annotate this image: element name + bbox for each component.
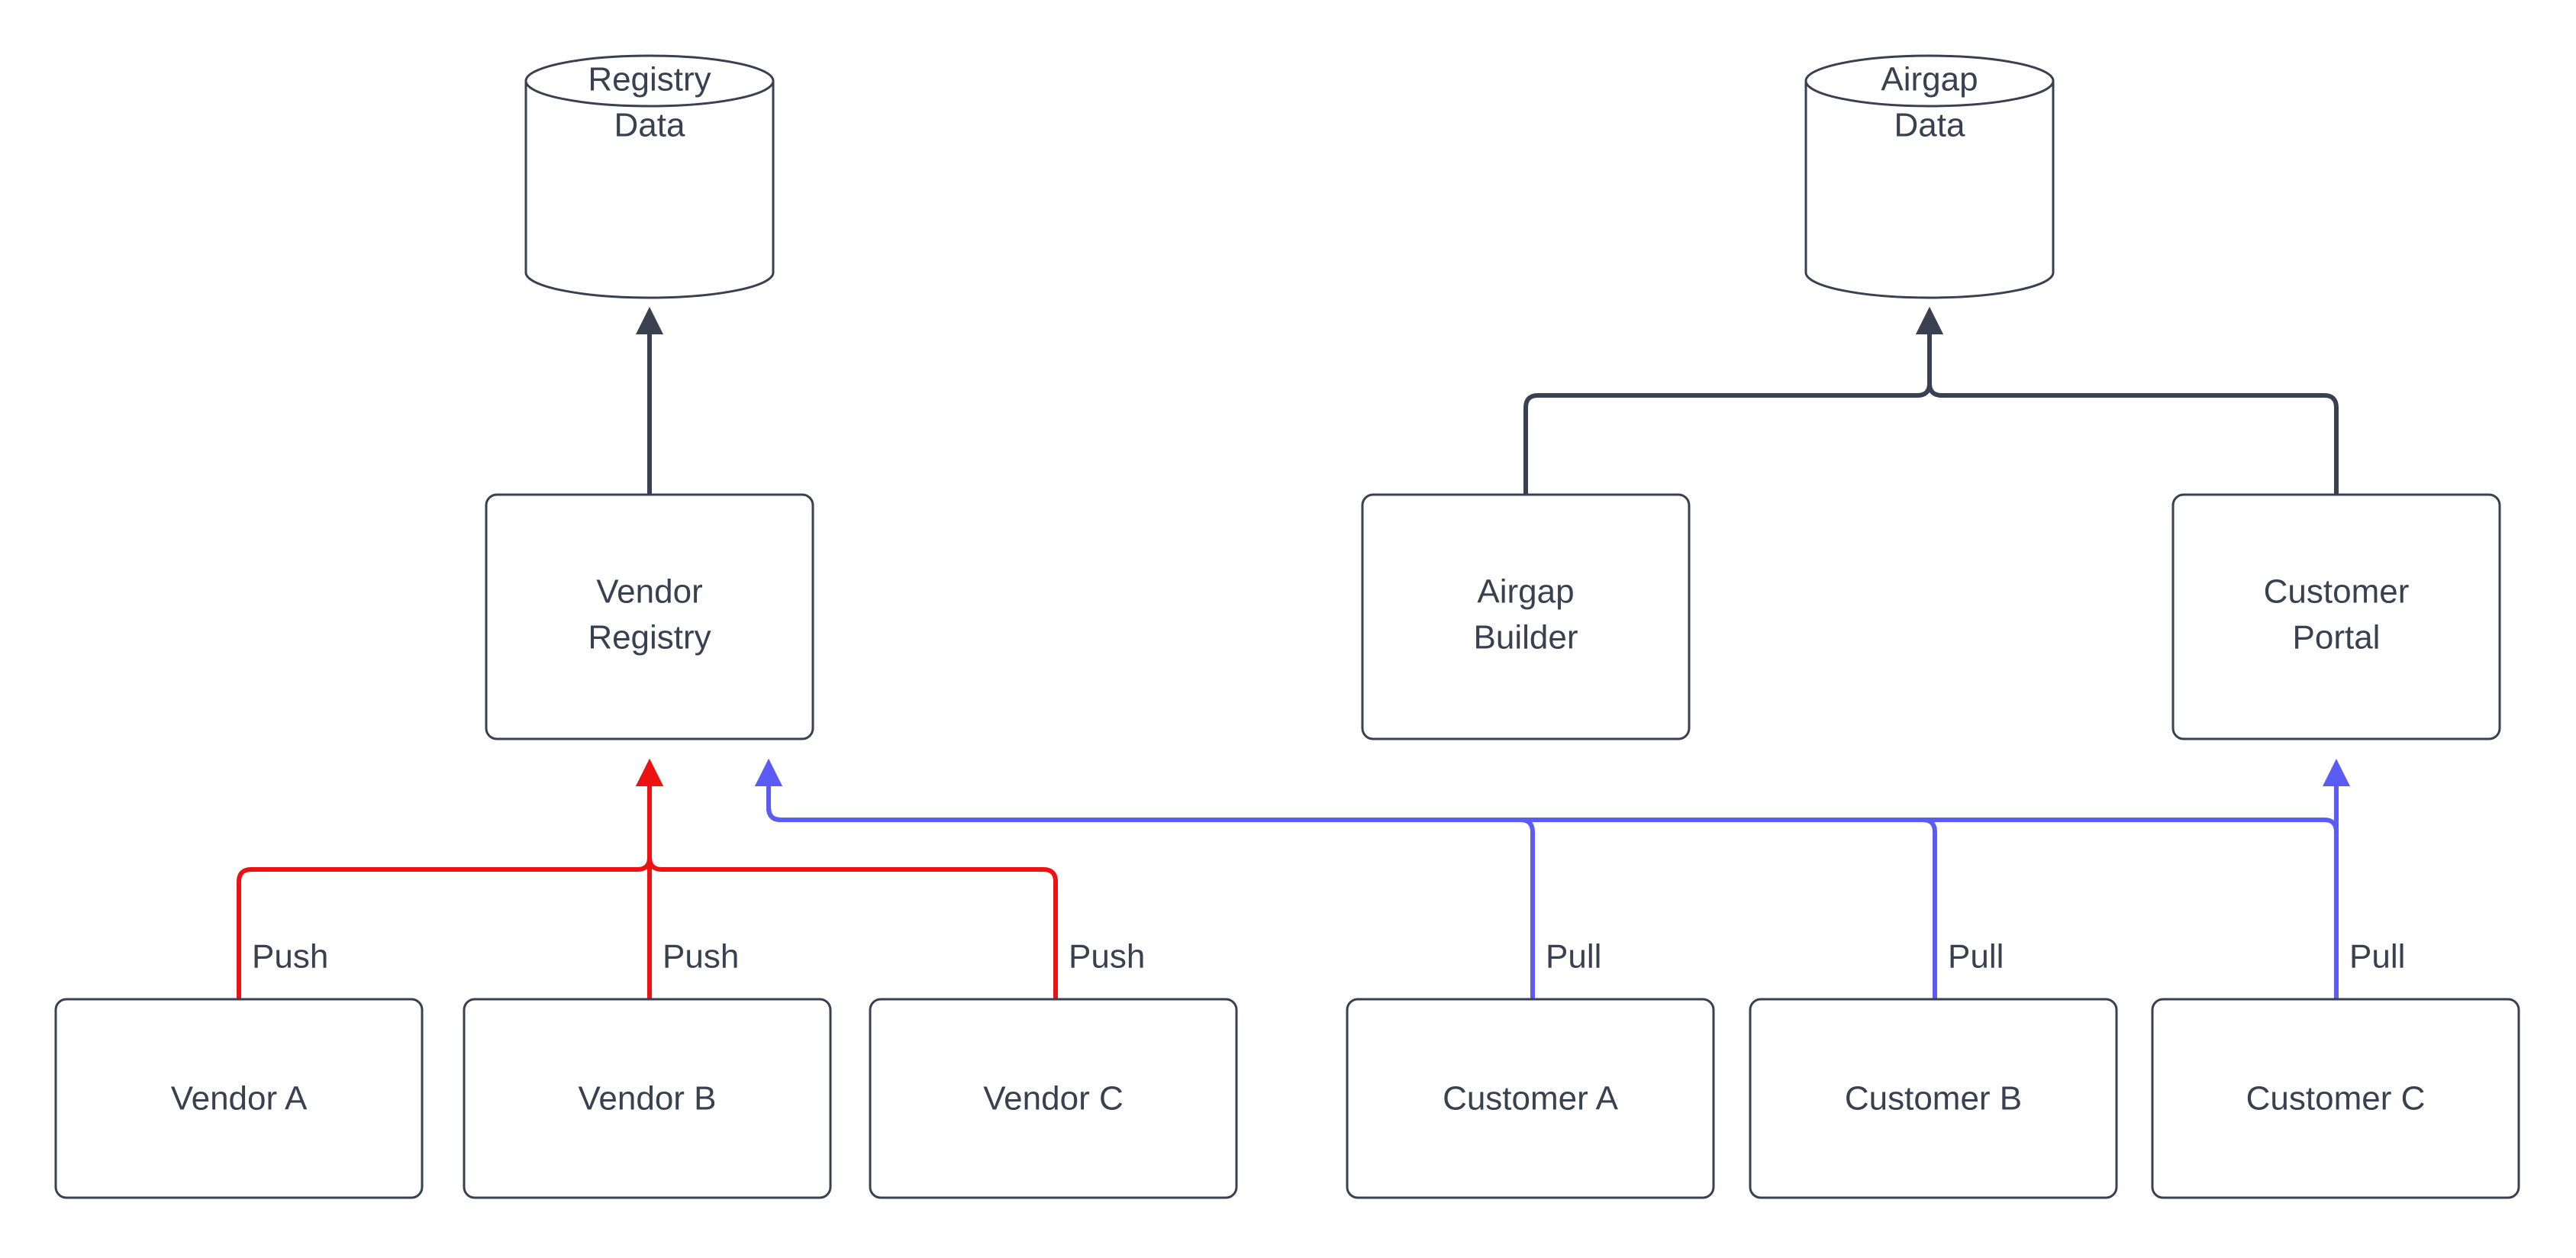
node-registry-data[interactable]: Registry Data <box>524 54 775 299</box>
edge-path <box>1916 307 2339 495</box>
node-airgap-builder[interactable]: Airgap Builder <box>1361 493 1691 740</box>
cylinder-top-icon <box>1804 54 2055 108</box>
node-label-line2: Data <box>614 107 685 144</box>
node-label-line2: Builder <box>1474 619 1578 656</box>
node-vendor-c[interactable]: Vendor C <box>869 998 1238 1199</box>
node-box <box>1361 493 1691 740</box>
edge-path <box>755 759 1937 999</box>
edge-path <box>1523 307 1943 495</box>
node-label: Vendor B <box>578 1080 716 1118</box>
node-customer-a[interactable]: Customer A <box>1346 998 1715 1199</box>
edge-layer <box>237 307 2350 999</box>
node-airgap-data[interactable]: Airgap Data <box>1804 54 2055 299</box>
node-label-line1: Airgap <box>1881 61 1978 98</box>
node-customer-portal[interactable]: Customer Portal <box>2171 493 2501 740</box>
edge-customer-c-pull-to-registry[interactable] <box>755 759 2339 901</box>
edge-label-customer-c-pull: Pull <box>2349 938 2405 976</box>
node-label: Customer B <box>1845 1080 2022 1118</box>
edge-label-layer: Push Push Push Pull Pull Pull <box>252 938 2405 976</box>
node-label-line2: Registry <box>588 619 711 656</box>
node-box <box>2171 493 2501 740</box>
node-box <box>485 493 814 740</box>
node-label: Vendor C <box>983 1080 1123 1118</box>
node-box <box>1749 998 2118 1199</box>
edge-path <box>636 759 1058 999</box>
edge-airgap-builder-to-airgap-data[interactable] <box>1523 307 1943 495</box>
edge-label-vendor-b-push: Push <box>663 938 739 976</box>
cylinder-body-icon <box>1804 79 2055 299</box>
edge-path <box>755 759 2339 901</box>
service-layer: Vendor Registry Airgap Builder Customer … <box>485 493 2501 740</box>
node-customer-c[interactable]: Customer C <box>2151 998 2520 1199</box>
node-box <box>2151 998 2520 1199</box>
node-label-line2: Portal <box>2293 619 2381 656</box>
node-label: Vendor A <box>171 1080 308 1118</box>
node-label: Customer C <box>2246 1080 2426 1118</box>
node-vendor-a[interactable]: Vendor A <box>54 998 424 1199</box>
edge-vendor-c-push[interactable] <box>636 759 1058 999</box>
node-vendor-b[interactable]: Vendor B <box>463 998 832 1199</box>
node-box <box>1346 998 1715 1199</box>
cylinder-body-icon <box>524 79 775 299</box>
edge-customer-a-pull[interactable] <box>755 759 1535 999</box>
edge-customer-portal-to-airgap-data[interactable] <box>1916 307 2339 495</box>
edge-label-customer-b-pull: Pull <box>1948 938 2004 976</box>
edge-label-customer-a-pull: Pull <box>1546 938 1601 976</box>
edge-label-vendor-c-push: Push <box>1069 938 1145 976</box>
node-box <box>869 998 1238 1199</box>
node-label-line1: Vendor <box>596 573 702 611</box>
node-label-line1: Customer <box>2264 573 2410 611</box>
edge-label-vendor-a-push: Push <box>252 938 328 976</box>
node-box <box>54 998 424 1199</box>
node-customer-b[interactable]: Customer B <box>1749 998 2118 1199</box>
node-label-line1: Airgap <box>1477 573 1574 611</box>
node-label-line2: Data <box>1894 107 1965 144</box>
datastore-layer: Registry Data Airgap Data <box>524 54 2055 299</box>
node-box <box>463 998 832 1199</box>
edge-path <box>755 759 1535 999</box>
actor-layer: Vendor A Vendor B Vendor C Customer A Cu… <box>54 998 2520 1199</box>
node-vendor-registry[interactable]: Vendor Registry <box>485 493 814 740</box>
node-label: Customer A <box>1443 1080 1619 1118</box>
cylinder-top-icon <box>524 54 775 108</box>
edge-customer-b-pull[interactable] <box>755 759 1937 999</box>
node-label-line1: Registry <box>588 61 711 98</box>
